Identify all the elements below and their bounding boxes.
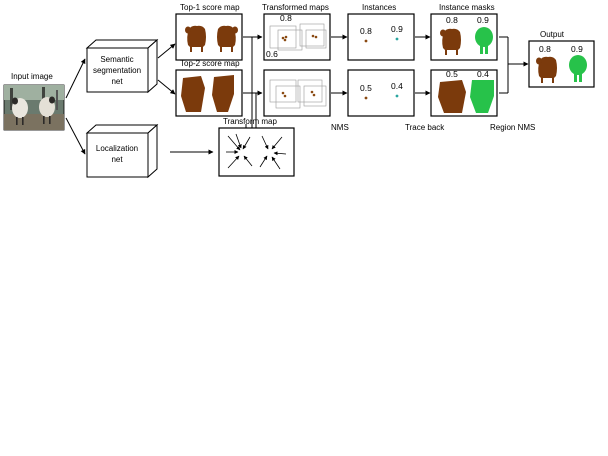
transform-map-label: Transform map <box>223 117 277 126</box>
nms-caption: NMS <box>331 123 349 132</box>
output-label: Output <box>540 30 565 39</box>
semantic-box-line2: segmentation <box>93 66 141 75</box>
instances-bottom-score-b: 0.4 <box>391 81 403 91</box>
instance-dot-bottom-a <box>364 96 368 100</box>
top2-blob-right <box>212 75 234 112</box>
arrow-to-semantic <box>65 58 86 99</box>
transformed-bottom-boxes <box>269 79 327 109</box>
trace-back-caption: Trace back <box>405 123 445 132</box>
top2-score-map-label: Top-2 score map <box>180 59 240 68</box>
instance-dot-bottom-b <box>395 94 399 98</box>
instances-top-score-b: 0.9 <box>391 24 403 34</box>
instances-top-panel <box>347 13 415 61</box>
transformed-maps-bottom-panel <box>263 69 331 117</box>
instance-dot-top-b <box>395 37 399 41</box>
transform-vectors <box>226 133 287 170</box>
masks-bottom-score-b: 0.4 <box>477 69 489 79</box>
instance-masks-label: Instance masks <box>439 3 495 12</box>
arrow-to-localization <box>65 117 86 155</box>
mask-bottom-brown-blob <box>438 80 466 113</box>
masks-bottom-score-a: 0.5 <box>446 69 458 79</box>
semantic-segmentation-net-box: Semantic segmentation net <box>85 38 159 94</box>
instances-top-score-a: 0.8 <box>360 26 372 36</box>
output-score-a: 0.8 <box>539 44 551 54</box>
transformed-top-score-a: 0.8 <box>280 13 292 23</box>
masks-top-score-a: 0.8 <box>446 15 458 25</box>
localization-net-box: Localization net <box>85 123 159 179</box>
instance-dot-top-a <box>364 39 368 43</box>
semantic-box-line3: net <box>111 77 123 86</box>
instances-label: Instances <box>362 3 396 12</box>
mask-bottom-green-blob <box>470 80 494 113</box>
input-photo <box>3 84 65 131</box>
instances-bottom-panel <box>347 69 415 117</box>
localization-box-line2: net <box>111 155 123 164</box>
localization-box-line1: Localization <box>96 144 138 153</box>
region-nms-caption: Region NMS <box>490 123 535 132</box>
output-score-b: 0.9 <box>571 44 583 54</box>
semantic-box-line1: Semantic <box>100 55 133 64</box>
masks-top-score-b: 0.9 <box>477 15 489 25</box>
top1-score-map-panel <box>175 13 243 61</box>
input-image-label: Input image <box>11 72 53 81</box>
transformed-top-boxes <box>269 23 327 51</box>
top2-blob-left <box>181 76 205 112</box>
transformed-top-score-b: 0.6 <box>266 49 278 59</box>
transformed-maps-label: Transformed maps <box>262 3 329 12</box>
arrow-to-top2 <box>157 79 176 95</box>
top1-score-map-label: Top-1 score map <box>180 3 240 12</box>
transformed-maps-top-panel <box>263 13 331 61</box>
instances-bottom-score-a: 0.5 <box>360 83 372 93</box>
arrow-to-top1 <box>157 43 176 59</box>
